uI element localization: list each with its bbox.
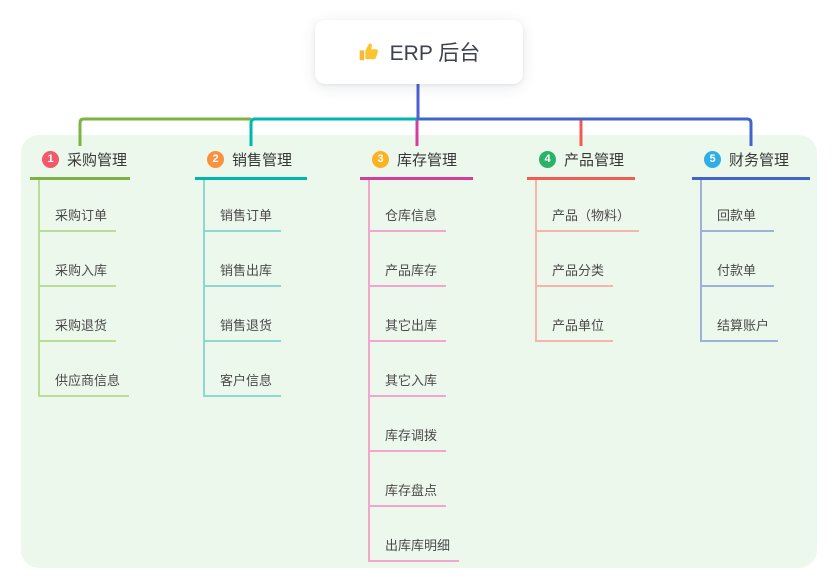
branch-children: 销售订单销售出库销售退货客户信息 — [203, 180, 307, 397]
branch-column-1: 1 采购管理采购订单采购入库采购退货供应商信息 — [30, 146, 130, 397]
child-node-label: 销售出库 — [220, 263, 273, 278]
child-node-label: 客户信息 — [220, 373, 273, 388]
branch-node-1[interactable]: 1 采购管理 — [30, 146, 130, 180]
thumbs-up-icon — [358, 41, 380, 63]
branch-column-2: 2 销售管理销售订单销售出库销售退货客户信息 — [195, 146, 307, 397]
branch-children: 仓库信息产品库存其它出库其它入库库存调拨库存盘点出库库明细 — [368, 180, 473, 562]
branch-label: 采购管理 — [67, 152, 128, 169]
branch-label: 财务管理 — [729, 152, 790, 169]
child-node-label: 销售退货 — [220, 318, 273, 333]
child-node[interactable]: 产品分类 — [537, 232, 614, 287]
child-node-label: 采购订单 — [55, 208, 108, 223]
child-node-label: 其它入库 — [385, 373, 438, 388]
child-node-label: 出库库明细 — [385, 538, 451, 553]
branch-node-4[interactable]: 4 产品管理 — [527, 146, 635, 180]
branch-children: 回款单付款单结算账户 — [700, 180, 810, 342]
child-node[interactable]: 产品库存 — [370, 232, 447, 287]
branch-node-3[interactable]: 3 库存管理 — [360, 146, 473, 180]
branch-column-5: 5 财务管理回款单付款单结算账户 — [692, 146, 810, 342]
child-node[interactable]: 产品（物料） — [537, 180, 640, 232]
branch-label: 库存管理 — [397, 152, 458, 169]
child-node[interactable]: 客户信息 — [205, 342, 282, 397]
child-node[interactable]: 其它入库 — [370, 342, 447, 397]
branch-column-3: 3 库存管理仓库信息产品库存其它出库其它入库库存调拨库存盘点出库库明细 — [360, 146, 473, 562]
child-node-label: 采购退货 — [55, 318, 108, 333]
branch-number-badge: 5 — [704, 151, 721, 168]
branches-panel-background — [21, 135, 817, 568]
child-node-label: 库存盘点 — [385, 483, 438, 498]
child-node[interactable]: 仓库信息 — [370, 180, 447, 232]
branch-column-4: 4 产品管理产品（物料） 产品分类产品单位 — [527, 146, 640, 342]
child-node[interactable]: 回款单 — [702, 180, 774, 232]
root-title: ERP 后台 — [389, 42, 481, 65]
child-node[interactable]: 销售订单 — [205, 180, 282, 232]
child-node[interactable]: 销售出库 — [205, 232, 282, 287]
child-node[interactable]: 出库库明细 — [370, 507, 460, 562]
child-node[interactable]: 库存盘点 — [370, 452, 447, 507]
child-node-label: 回款单 — [717, 208, 757, 223]
branch-number-badge: 2 — [207, 151, 224, 168]
child-node-label: 产品单位 — [552, 318, 605, 333]
branch-children: 采购订单采购入库采购退货供应商信息 — [38, 180, 130, 397]
child-node[interactable]: 销售退货 — [205, 287, 282, 342]
child-node[interactable]: 采购退货 — [40, 287, 117, 342]
branch-node-2[interactable]: 2 销售管理 — [195, 146, 307, 180]
child-node[interactable]: 结算账户 — [702, 287, 779, 342]
child-node-label: 产品（物料） — [552, 208, 631, 223]
child-node[interactable]: 产品单位 — [537, 287, 614, 342]
branch-number-badge: 4 — [539, 151, 556, 168]
child-node-label: 其它出库 — [385, 318, 438, 333]
child-node[interactable]: 采购订单 — [40, 180, 117, 232]
child-node-label: 库存调拨 — [385, 428, 438, 443]
child-node[interactable]: 库存调拨 — [370, 397, 447, 452]
branch-label: 产品管理 — [564, 152, 625, 169]
child-node-label: 付款单 — [717, 263, 757, 278]
branch-number-badge: 3 — [372, 151, 389, 168]
branch-label: 销售管理 — [232, 152, 293, 169]
child-node[interactable]: 采购入库 — [40, 232, 117, 287]
child-node-label: 仓库信息 — [385, 208, 438, 223]
child-node-label: 产品库存 — [385, 263, 438, 278]
child-node-label: 结算账户 — [717, 318, 770, 333]
branch-children: 产品（物料） 产品分类产品单位 — [535, 180, 640, 342]
child-node-label: 产品分类 — [552, 263, 605, 278]
child-node[interactable]: 其它出库 — [370, 287, 447, 342]
root-node[interactable]: ERP 后台 — [315, 20, 523, 84]
child-node[interactable]: 供应商信息 — [40, 342, 130, 397]
child-node[interactable]: 付款单 — [702, 232, 774, 287]
child-node-label: 销售订单 — [220, 208, 273, 223]
child-node-label: 供应商信息 — [55, 373, 121, 388]
branch-number-badge: 1 — [42, 151, 59, 168]
child-node-label: 采购入库 — [55, 263, 108, 278]
branch-node-5[interactable]: 5 财务管理 — [692, 146, 810, 180]
